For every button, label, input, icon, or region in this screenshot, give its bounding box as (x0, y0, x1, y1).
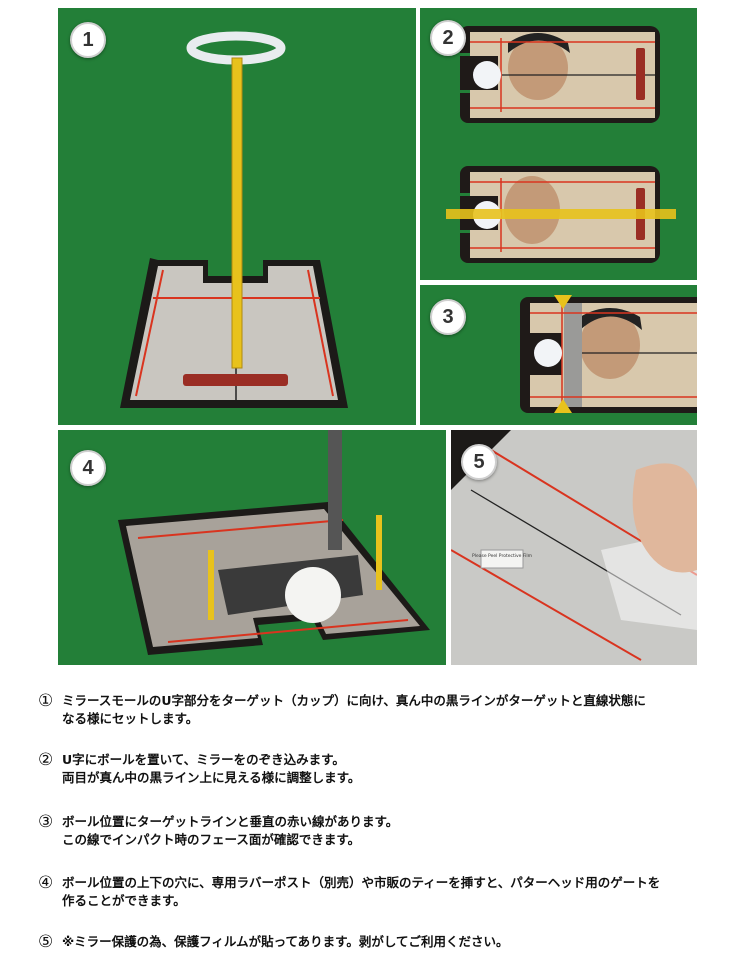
step-number: ③ (38, 812, 54, 832)
instruction-step-1: ① ミラースモールのU字部分をターゲット（カップ）に向け、真ん中の黒ラインがター… (38, 692, 646, 728)
photo-step-4: 4 (58, 430, 446, 665)
photo-step-5: Please Peel Protective Film 5 (451, 430, 697, 665)
step-text-line: 両目が真ん中の黒ライン上に見える様に調整します。 (62, 770, 361, 785)
instruction-step-5: ⑤ ※ミラー保護の為、保護フィルムが貼ってあります。剥がしてご利用ください。 (38, 933, 509, 951)
instruction-step-3: ③ ボール位置にターゲットラインと垂直の赤い線があります。 この線でインパクト時… (38, 813, 398, 849)
step-badge: 5 (461, 444, 497, 480)
instruction-step-4: ④ ボール位置の上下の穴に、専用ラバーポスト（別売）や市販のティーを挿すと、パタ… (38, 874, 660, 910)
step-badge: 3 (430, 299, 466, 335)
step-text-line: ミラースモールのU字部分をターゲット（カップ）に向け、真ん中の黒ラインがターゲッ… (62, 693, 646, 708)
step-text-line: ※ミラー保護の為、保護フィルムが貼ってあります。剥がしてご利用ください。 (62, 934, 509, 949)
step-text-line: この線でインパクト時のフェース面が確認できます。 (62, 832, 361, 847)
mirror-putter-face-illustration (420, 285, 697, 425)
step-text-line: なる様にセットします。 (62, 711, 199, 726)
step-badge: 1 (70, 22, 106, 58)
step-number: ⑤ (38, 932, 54, 952)
mirror-face-reflection-illustration (420, 8, 697, 280)
step-number: ④ (38, 873, 54, 893)
mirror-with-target-illustration (58, 8, 416, 425)
film-label (480, 549, 524, 569)
step-number: ① (38, 691, 54, 711)
mirror-putter-gate-illustration (58, 430, 446, 665)
step-number: ② (38, 750, 54, 770)
step-text-line: ボール位置の上下の穴に、専用ラバーポスト（別売）や市販のティーを挿すと、パターヘ… (62, 875, 661, 890)
film-label-text: Please Peel Protective Film (472, 553, 532, 559)
step-badge: 4 (70, 450, 106, 486)
photo-step-1: 1 (58, 8, 416, 425)
step-text-line: ボール位置にターゲットラインと垂直の赤い線があります。 (62, 814, 399, 829)
photo-step-3: 3 (420, 285, 697, 425)
step-text-line: 作ることができます。 (62, 893, 186, 908)
photo-step-2: 2 (420, 8, 697, 280)
step-badge: 2 (430, 20, 466, 56)
instruction-step-2: ② U字にボールを置いて、ミラーをのぞき込みます。 両目が真ん中の黒ライン上に見… (38, 751, 360, 787)
step-text-line: U字にボールを置いて、ミラーをのぞき込みます。 (62, 752, 345, 767)
